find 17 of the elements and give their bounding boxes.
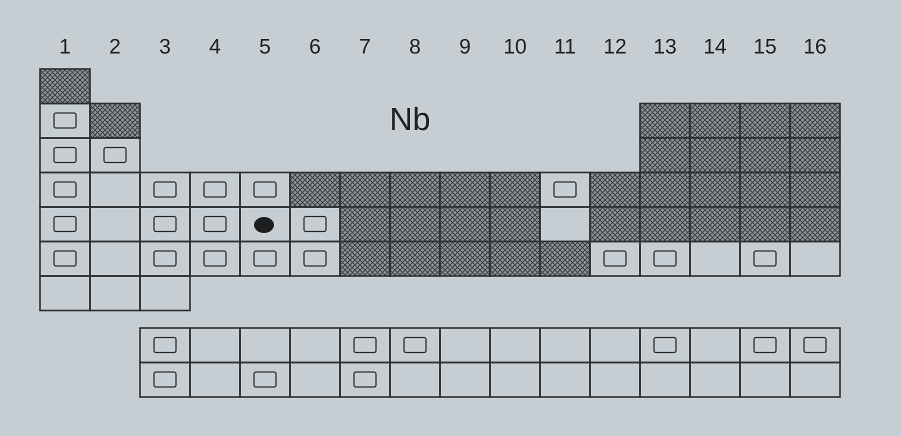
group-number: 1 (59, 36, 71, 58)
group-number: 15 (753, 36, 777, 58)
group-number: 7 (359, 36, 371, 58)
group-number: 12 (603, 36, 627, 58)
group-number: 8 (409, 36, 421, 58)
group-number: 3 (159, 36, 171, 58)
group-number: 14 (703, 36, 727, 58)
group-number: 5 (259, 36, 271, 58)
element-symbol: Nb (390, 103, 430, 135)
group-number: 2 (109, 36, 121, 58)
group-number: 11 (554, 36, 576, 58)
group-number: 13 (653, 36, 677, 58)
group-number: 6 (309, 36, 321, 58)
group-number: 9 (459, 36, 471, 58)
group-number: 16 (803, 36, 827, 58)
group-number: 10 (503, 36, 527, 58)
group-number: 4 (209, 36, 221, 58)
